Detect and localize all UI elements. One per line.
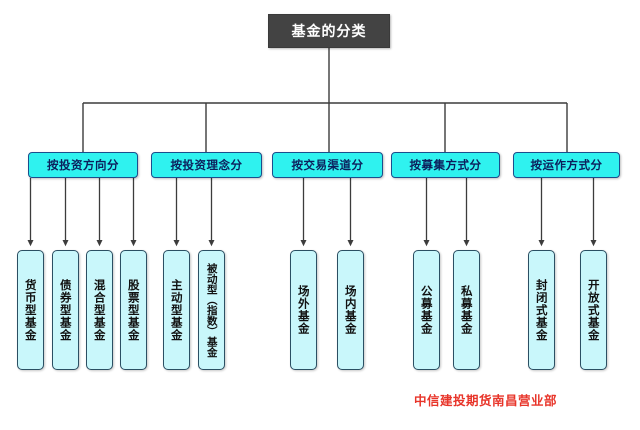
- leaf-box-otc-fund[interactable]: 场外基金: [290, 250, 317, 370]
- footer-credit: 中信建投期货南昌营业部: [414, 393, 558, 408]
- leaf-label: 场内基金: [343, 285, 358, 335]
- category-label: 按募集方式分: [409, 158, 482, 172]
- leaf-label: 债券型基金: [58, 278, 73, 342]
- leaf-box-exchange-traded-fund[interactable]: 场内基金: [337, 250, 364, 370]
- leaf-label: 股票型基金: [126, 278, 141, 342]
- leaf-box-equity-fund[interactable]: 股票型基金: [120, 250, 147, 370]
- category-label: 按投资方向分: [47, 158, 119, 172]
- category-box-operation-method[interactable]: 按运作方式分: [513, 152, 620, 178]
- category-box-investment-philosophy[interactable]: 按投资理念分: [151, 152, 262, 178]
- leaf-label: 封闭式基金: [534, 278, 549, 342]
- root-title-box: 基金的分类: [268, 14, 390, 48]
- category-box-investment-direction[interactable]: 按投资方向分: [28, 152, 138, 178]
- category-label: 按运作方式分: [530, 158, 603, 172]
- category-label: 按交易渠道分: [291, 158, 364, 172]
- leaf-label: 公募基金: [419, 285, 434, 335]
- leaf-box-open-end-fund[interactable]: 开放式基金: [580, 250, 607, 370]
- leaf-label: 开放式基金: [586, 278, 601, 342]
- leaf-label: 混合型基金: [92, 278, 107, 342]
- leaf-label: 私募基金: [459, 285, 474, 335]
- category-label: 按投资理念分: [170, 158, 243, 172]
- leaf-box-money-market-fund[interactable]: 货币型基金: [17, 250, 44, 370]
- category-box-fundraising-method[interactable]: 按募集方式分: [391, 152, 500, 178]
- leaf-label: 主动型基金: [169, 278, 184, 342]
- leaf-box-active-fund[interactable]: 主动型基金: [163, 250, 190, 370]
- leaf-box-closed-end-fund[interactable]: 封闭式基金: [528, 250, 555, 370]
- leaf-label: 被动型（指数）基金: [205, 262, 218, 358]
- leaf-label: 场外基金: [296, 285, 311, 335]
- leaf-box-private-offering-fund[interactable]: 私募基金: [453, 250, 480, 370]
- category-box-trading-channel[interactable]: 按交易渠道分: [272, 152, 383, 178]
- leaf-box-passive-index-fund[interactable]: 被动型（指数）基金: [198, 250, 225, 370]
- leaf-box-bond-fund[interactable]: 债券型基金: [52, 250, 79, 370]
- leaf-box-hybrid-fund[interactable]: 混合型基金: [86, 250, 113, 370]
- root-title-label: 基金的分类: [291, 24, 367, 40]
- leaf-box-public-offering-fund[interactable]: 公募基金: [413, 250, 440, 370]
- leaf-label: 货币型基金: [23, 278, 38, 342]
